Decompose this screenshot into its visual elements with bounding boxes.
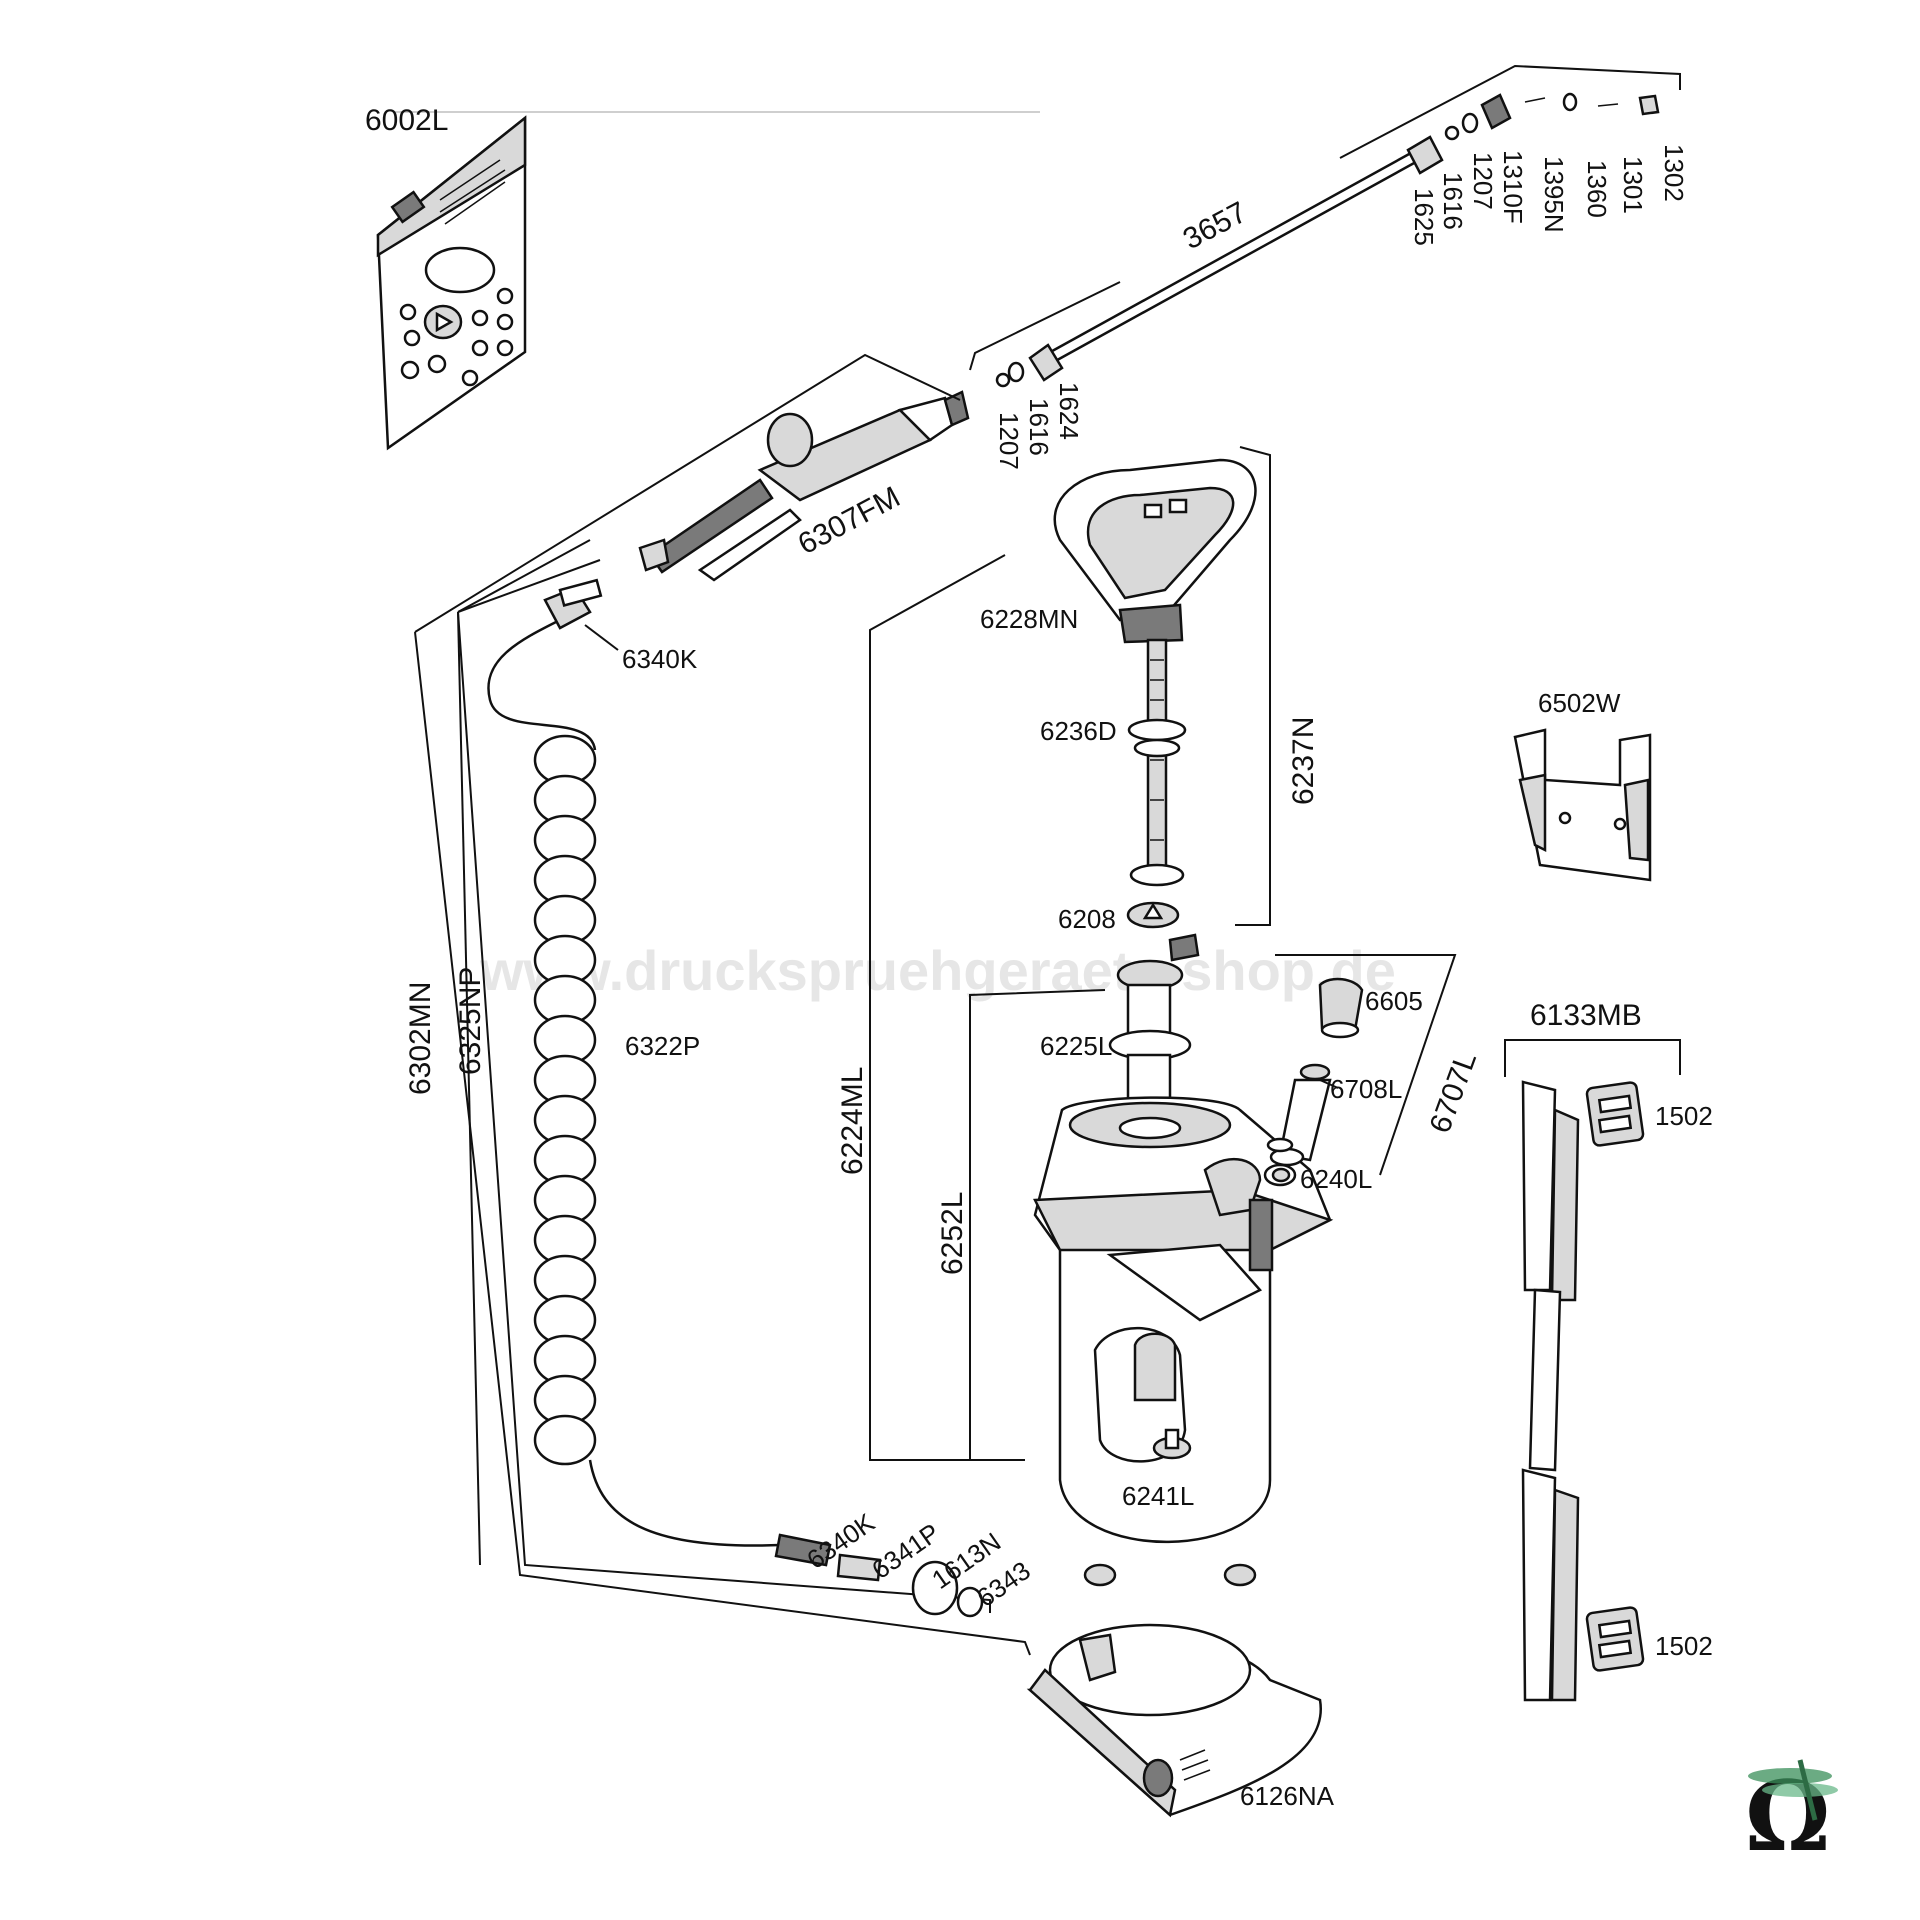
valve-6208: [1126, 901, 1180, 929]
label-1502-bottom: 1502: [1655, 1631, 1713, 1661]
label-6605: 6605: [1365, 986, 1423, 1016]
strap-buckle-top: [1585, 1081, 1645, 1147]
label-6240L: 6240L: [1300, 1164, 1372, 1194]
label-6002L: 6002L: [365, 104, 448, 137]
label-6252L: 6252L: [936, 1192, 969, 1275]
label-6126NA: 6126NA: [1240, 1781, 1335, 1811]
pump-handle: [1053, 458, 1257, 644]
spray-lance: [995, 92, 1660, 388]
label-1302: 1302: [1659, 144, 1689, 202]
label-1310F: 1310F: [1498, 150, 1528, 224]
label-6236D: 6236D: [1040, 716, 1117, 746]
sprayer-tank: [1033, 1096, 1334, 1587]
piston-rod: [1127, 638, 1187, 887]
label-6708L: 6708L: [1330, 1074, 1402, 1104]
wall-bracket: [1513, 728, 1652, 882]
label-6707L: 6707L: [1424, 1048, 1484, 1138]
base-stand: [1026, 1623, 1322, 1818]
carry-strap: [1521, 1080, 1580, 1702]
coiled-hose: [487, 578, 984, 1618]
label-1625: 1625: [1409, 188, 1439, 246]
label-6241L: 6241L: [1122, 1481, 1194, 1511]
label-1616-top: 1616: [1438, 172, 1468, 230]
label-1616-left: 1616: [1024, 398, 1054, 456]
strap-buckle-bottom: [1585, 1606, 1645, 1672]
label-1624: 1624: [1054, 382, 1084, 440]
label-6225L: 6225L: [1040, 1031, 1112, 1061]
label-6224ML: 6224ML: [836, 1067, 869, 1175]
label-6228MN: 6228MN: [980, 604, 1078, 634]
spray-gun: [638, 390, 970, 582]
label-6208: 6208: [1058, 904, 1116, 934]
label-1502-top: 1502: [1655, 1101, 1713, 1131]
watermark: www.druckspruehgeraete-shop.de: [479, 939, 1396, 1002]
dragonfly-omega-logo: Ω: [1745, 1759, 1838, 1873]
label-1207-top: 1207: [1468, 152, 1498, 210]
label-6325NP: 6325NP: [454, 967, 487, 1075]
seal-kit-card: [376, 115, 527, 451]
label-1395N: 1395N: [1539, 156, 1569, 233]
label-1360: 1360: [1582, 160, 1612, 218]
label-6502W: 6502W: [1538, 688, 1621, 718]
label-1207-left: 1207: [994, 412, 1024, 470]
label-6237N: 6237N: [1287, 717, 1320, 805]
label-6302MN: 6302MN: [404, 982, 437, 1095]
label-6133MB: 6133MB: [1530, 999, 1642, 1032]
label-6340K-top: 6340K: [622, 644, 698, 674]
label-1301: 1301: [1618, 156, 1648, 214]
label-6322P: 6322P: [625, 1031, 700, 1061]
pressure-relief-valve: [1263, 977, 1364, 1187]
